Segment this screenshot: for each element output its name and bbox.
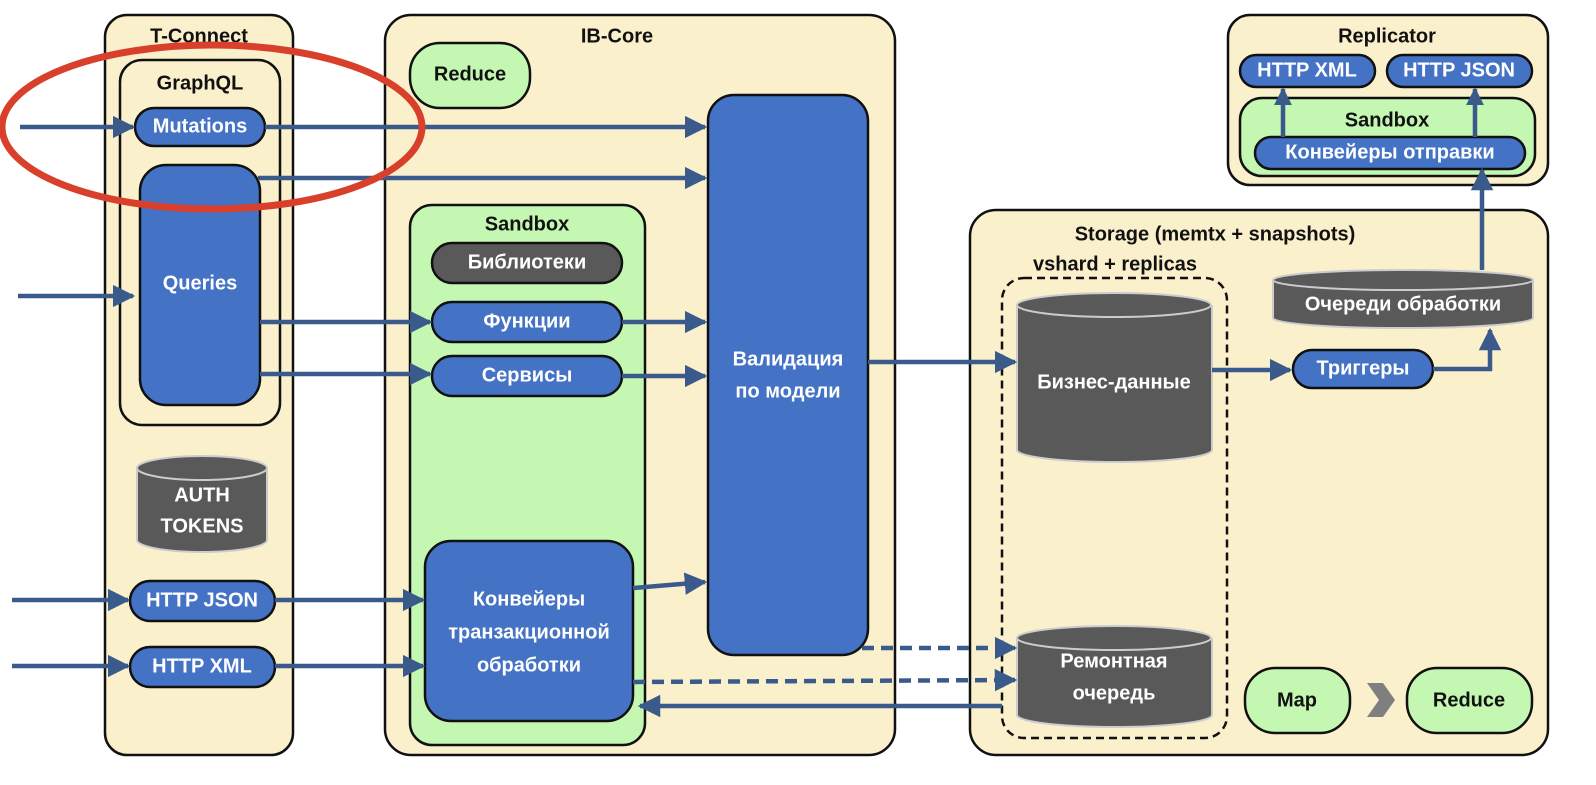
arrow	[632, 572, 708, 595]
auth-label: AUTH	[174, 484, 230, 506]
reduce-label: Reduce	[434, 63, 506, 85]
replicator-http-xml-label: HTTP XML	[1257, 59, 1357, 81]
storage-reduce-label: Reduce	[1433, 689, 1505, 711]
triggers-label: Триггеры	[1316, 357, 1409, 379]
map-node	[1243, 666, 1352, 735]
pipelines-label-3: обработки	[477, 654, 581, 676]
tokens-label: TOKENS	[161, 515, 244, 537]
pipelines-label-2: транзакционной	[448, 621, 610, 643]
ib-core-block: IB-Core Reduce Sandbox Библиотеки Функци…	[383, 13, 897, 757]
libraries-node	[430, 241, 624, 285]
business-data-label: Бизнес-данные	[1037, 371, 1191, 393]
repair-label-2: очередь	[1073, 682, 1156, 704]
processing-queues-label: Очереди обработки	[1305, 293, 1501, 315]
validation-label-2: по модели	[735, 380, 840, 402]
graphql-title: GraphQL	[157, 72, 244, 94]
validation-node	[706, 93, 870, 657]
send-pipelines-node	[1253, 135, 1527, 171]
highlight-ellipse	[0, 41, 426, 213]
replicator-title: Replicator	[1338, 25, 1436, 47]
processing-queues-cylinder: Очереди обработки	[1272, 269, 1534, 329]
dashed-arrow	[632, 668, 1018, 692]
pipelines-label-1: Конвейеры	[473, 588, 585, 610]
storage-block: Storage (memtx + snapshots) vshard + rep…	[968, 208, 1550, 757]
libraries-label: Библиотеки	[468, 251, 586, 273]
repair-label-1: Ремонтная	[1060, 650, 1167, 672]
arrow	[1433, 327, 1502, 372]
replicator-sandbox-title: Sandbox	[1345, 109, 1429, 131]
vshard-title: vshard + replicas	[1033, 253, 1197, 275]
map-label: Map	[1277, 689, 1317, 711]
flow-arrows	[12, 87, 1502, 718]
auth-tokens-cylinder: AUTH TOKENS	[136, 455, 268, 553]
replicator-block: Replicator HTTP XML HTTP JSON Sandbox Ко…	[1226, 13, 1550, 187]
storage-reduce-node	[1405, 666, 1534, 735]
t-connect-block: T-Connect GraphQL Mutations Queries AUTH…	[103, 13, 295, 757]
mutations-label: Mutations	[153, 115, 247, 137]
replicator-http-xml-node	[1238, 53, 1377, 89]
storage-title: Storage (memtx + snapshots)	[1075, 223, 1356, 245]
reduce-node	[408, 41, 532, 110]
vshard-box	[1000, 276, 1229, 740]
replicator-http-json-node	[1385, 53, 1534, 89]
services-label: Сервисы	[482, 364, 573, 386]
transaction-pipelines-node	[423, 539, 635, 723]
queries-label: Queries	[163, 272, 237, 294]
send-pipelines-label: Конвейеры отправки	[1285, 141, 1494, 163]
ib-core-title: IB-Core	[581, 25, 653, 47]
http-xml-label: HTTP XML	[152, 655, 252, 677]
business-data-cylinder: Бизнес-данные	[1016, 292, 1213, 464]
validation-label-1: Валидация	[733, 348, 844, 370]
functions-label: Функции	[483, 310, 570, 332]
sandbox-title: Sandbox	[485, 213, 569, 235]
queries-node	[138, 163, 262, 407]
chevron-right-icon	[1367, 683, 1395, 717]
replicator-http-json-label: HTTP JSON	[1403, 59, 1515, 81]
http-json-label: HTTP JSON	[146, 589, 258, 611]
repair-queue-cylinder: Ремонтная очередь	[1016, 625, 1213, 729]
